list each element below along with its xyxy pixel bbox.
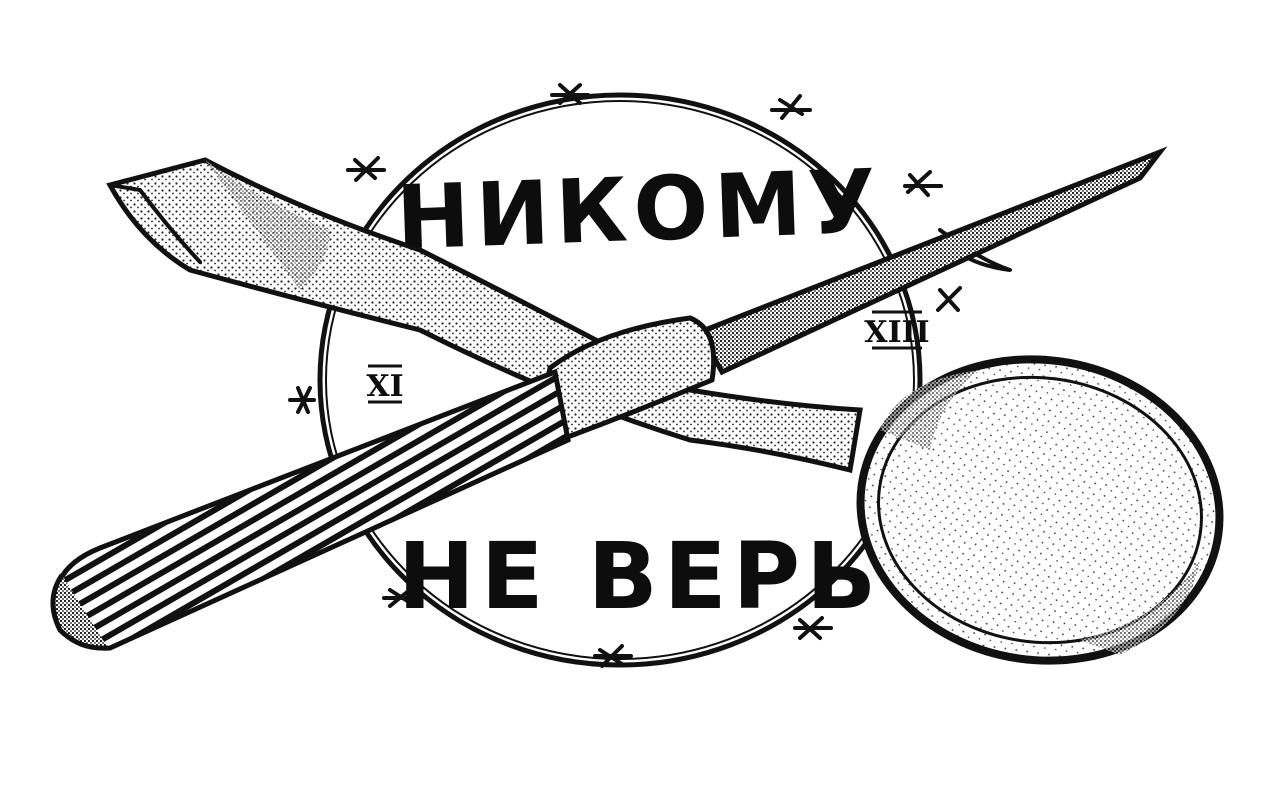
- bottom-text: НЕ ВЕРЬ: [398, 523, 882, 630]
- top-text: НИКОМУ: [395, 150, 884, 270]
- left-numeral: XI: [366, 369, 403, 404]
- shiv-knife-icon: [50, 146, 1168, 651]
- right-numeral: XIII: [864, 315, 929, 350]
